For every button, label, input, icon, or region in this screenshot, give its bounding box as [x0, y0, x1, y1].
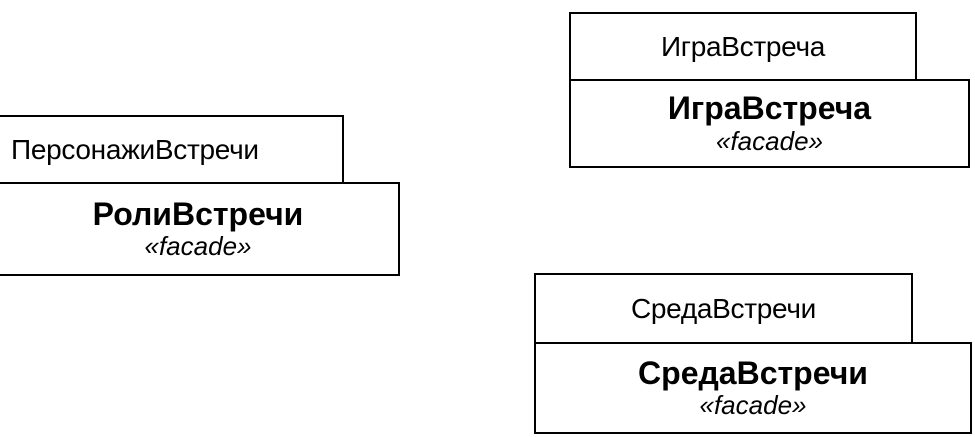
package-tab: ПерсонажиВстречи — [0, 115, 344, 184]
package-body: ИграВстреча «facade» — [569, 79, 970, 168]
package-name: РолиВстречи — [92, 195, 304, 232]
package-tab-label: ИграВстреча — [660, 30, 826, 62]
package-name: СредаВстречи — [638, 354, 868, 391]
package-tab-label: ПерсонажиВстречи — [11, 133, 259, 165]
package-tab-label: СредаВстречи — [630, 292, 816, 324]
package-body: СредаВстречи «facade» — [534, 342, 972, 434]
package-tab: СредаВстречи — [534, 273, 913, 344]
package-name: ИграВстреча — [667, 90, 872, 127]
package-body: РолиВстречи «facade» — [0, 182, 400, 276]
package-stereotype: «facade» — [699, 390, 807, 421]
package-stereotype: «facade» — [144, 231, 252, 262]
package-stereotype: «facade» — [716, 125, 823, 156]
package-tab: ИграВстреча — [569, 12, 917, 81]
